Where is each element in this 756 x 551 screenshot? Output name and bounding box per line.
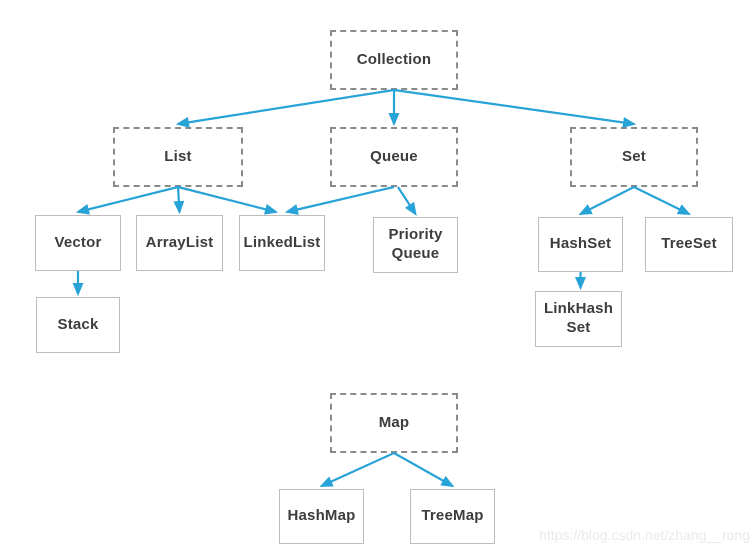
node-priorityqueue: Priority Queue	[373, 217, 458, 273]
node-treeset: TreeSet	[645, 217, 733, 272]
node-linkedlist: LinkedList	[239, 215, 325, 271]
edge-collection-to-list	[175, 88, 395, 128]
node-collection: Collection	[330, 30, 458, 90]
edge-collection-to-set	[393, 88, 637, 128]
node-stack: Stack	[36, 297, 120, 353]
edge-set-to-treeset	[633, 186, 691, 215]
node-linkhashset: LinkHash Set	[535, 291, 622, 347]
node-list: List	[113, 127, 243, 187]
node-treemap: TreeMap	[410, 489, 495, 544]
edge-queue-to-linkedlist	[284, 185, 395, 215]
node-queue: Queue	[330, 127, 458, 187]
edge-set-to-hashset	[578, 186, 635, 215]
edge-list-to-arraylist	[173, 186, 185, 215]
node-hashmap: HashMap	[279, 489, 364, 544]
node-map: Map	[330, 393, 458, 453]
edge-list-to-vector	[75, 185, 179, 215]
node-vector: Vector	[35, 215, 121, 271]
edge-map-to-hashmap	[319, 451, 395, 488]
edge-list-to-linkedlist	[177, 185, 279, 215]
node-hashset: HashSet	[538, 217, 623, 272]
node-arraylist: ArrayList	[136, 215, 223, 271]
node-set: Set	[570, 127, 698, 187]
watermark-url: https://blog.csdn.net/zhang__rong	[539, 527, 750, 543]
edge-queue-to-priorityqueue	[397, 186, 417, 216]
edge-map-to-treemap	[393, 452, 455, 488]
